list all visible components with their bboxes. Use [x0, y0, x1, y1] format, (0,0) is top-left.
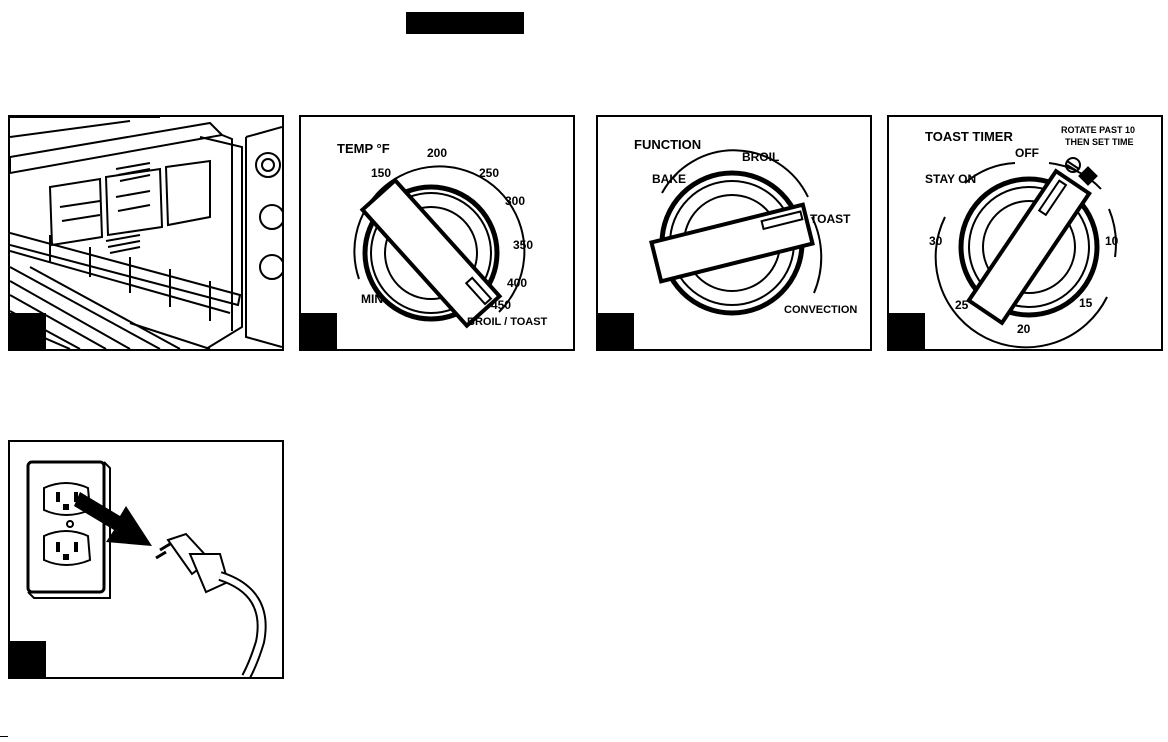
timer-stay-on-label: STAY ON — [925, 172, 976, 186]
figure-number-badge — [10, 641, 46, 677]
unplug-outlet-figure — [8, 440, 284, 679]
temp-mark-300: 300 — [505, 194, 525, 208]
toast-timer-dial-illustration: TOAST TIMER OFF STAY ON ROTATE PAST 10 T… — [889, 117, 1161, 349]
temperature-dial-figure: TEMP °F MIN 150 200 250 300 350 400 450 … — [299, 115, 575, 351]
page-edge-mark — [0, 736, 8, 737]
figure-number-badge — [598, 313, 634, 349]
function-dial-title: FUNCTION — [634, 137, 701, 152]
function-convection-label: CONVECTION — [784, 304, 857, 316]
function-dial-figure: FUNCTION BAKE BROIL TOAST CONVECTION — [596, 115, 872, 351]
unplug-outlet-illustration — [10, 442, 282, 677]
temp-dial-title: TEMP °F — [337, 141, 390, 156]
timer-mark-20: 20 — [1017, 322, 1031, 336]
temp-min-label: MIN — [361, 292, 383, 306]
oven-interior-figure — [8, 115, 284, 351]
figure-number-badge — [301, 313, 337, 349]
timer-dial-title: TOAST TIMER — [925, 129, 1013, 144]
figure-number-badge — [10, 313, 46, 349]
timer-mark-25: 25 — [955, 298, 969, 312]
timer-off-label: OFF — [1015, 146, 1039, 160]
timer-mark-10: 10 — [1105, 234, 1119, 248]
timer-rotate-note-line1: ROTATE PAST 10 — [1061, 125, 1135, 135]
temp-mark-250: 250 — [479, 166, 499, 180]
temp-mark-400: 400 — [507, 276, 527, 290]
temperature-dial-illustration: TEMP °F MIN 150 200 250 300 350 400 450 … — [301, 117, 573, 349]
header-black-bar — [406, 12, 524, 34]
function-bake-label: BAKE — [652, 172, 686, 186]
function-toast-label: TOAST — [810, 212, 851, 226]
temp-mark-350: 350 — [513, 238, 533, 252]
oven-interior-illustration — [10, 117, 282, 349]
temp-mark-200: 200 — [427, 146, 447, 160]
timer-mark-30: 30 — [929, 234, 943, 248]
timer-rotate-note-line2: THEN SET TIME — [1065, 137, 1134, 147]
function-dial-illustration: FUNCTION BAKE BROIL TOAST CONVECTION — [598, 117, 870, 349]
figure-number-badge — [889, 313, 925, 349]
temp-mark-150: 150 — [371, 166, 391, 180]
timer-mark-15: 15 — [1079, 296, 1093, 310]
toast-timer-dial-figure: TOAST TIMER OFF STAY ON ROTATE PAST 10 T… — [887, 115, 1163, 351]
function-broil-label: BROIL — [742, 150, 779, 164]
temp-mark-450: 450 — [491, 298, 511, 312]
temp-broil-toast-label: BROIL / TOAST — [467, 316, 548, 328]
